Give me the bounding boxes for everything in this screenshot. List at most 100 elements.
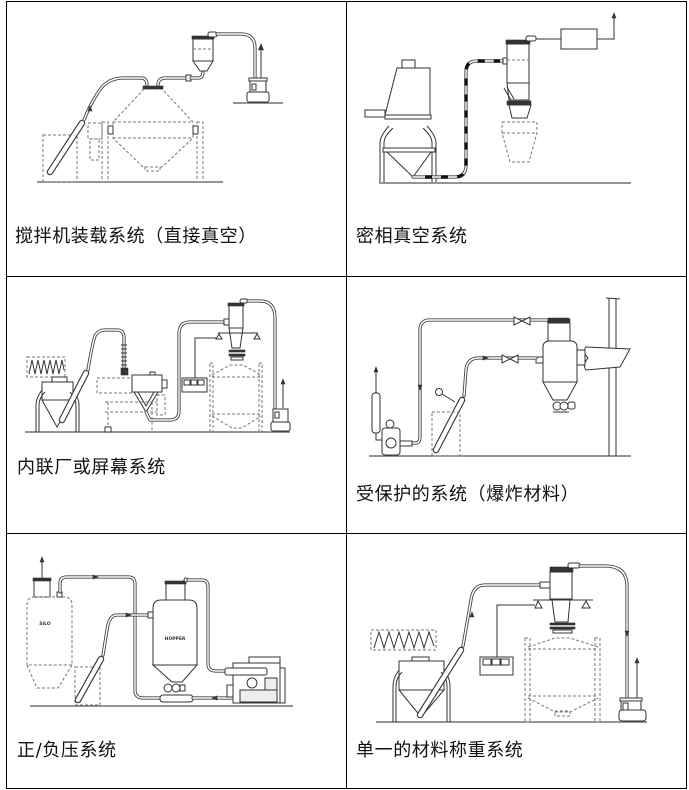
flow-arrow-icon: [469, 611, 475, 618]
table-cell-pressure-vacuum: SILO HOPPER 正/负压系统: [7, 534, 346, 788]
conveying-line-core: [462, 584, 541, 647]
blower-silencer: [371, 392, 381, 434]
receiver-body: [192, 38, 214, 62]
screener-top-bump: [149, 371, 156, 376]
dense-phase-receiver: [502, 35, 537, 119]
silo-label: SILO: [39, 621, 51, 627]
indicator-cable: [496, 604, 535, 657]
container-bottom-cone: [211, 415, 262, 429]
blower-silencer-pipe: [375, 433, 383, 441]
supply-container: [74, 666, 101, 706]
double-cone-blender: [87, 85, 204, 183]
flow-arrow-icon-2: [125, 612, 132, 618]
container-post-right: [258, 362, 263, 433]
receiver-discharge: [508, 104, 532, 119]
receiver-inlet: [223, 318, 230, 326]
load-cell-right: [253, 333, 261, 340]
receiver-taper: [506, 82, 530, 101]
indicator-display-1: [482, 658, 492, 666]
pump-window: [274, 411, 280, 419]
receiver-flange-1: [228, 349, 246, 353]
column-cap: [605, 297, 621, 300]
receiver-flange-3: [230, 356, 244, 361]
pump-base: [618, 709, 647, 722]
receiver-cone: [192, 60, 214, 72]
vacuum-hose-core: [579, 565, 628, 701]
weight-indicator: [479, 656, 514, 676]
receiver-vacuum-port: [525, 35, 537, 42]
vacuum-pump: [270, 408, 291, 432]
blower-silencer: [224, 667, 268, 676]
bin-lid: [51, 376, 68, 383]
hopper-side-inlet: [364, 109, 386, 118]
receiver-inlet-hose-core: [190, 71, 204, 79]
exhaust-line: [597, 18, 615, 40]
receiver-cone: [542, 381, 578, 401]
pickup-tee: [159, 694, 194, 703]
vacuum-receiver: [191, 31, 218, 72]
blower-rotor: [385, 437, 397, 449]
valve-upper-right: [520, 316, 531, 326]
receiver-body: [506, 43, 530, 84]
blender-trunnion-right: [192, 125, 199, 135]
table-cell-protected-system: 受保护的系统（爆炸材料）: [347, 277, 686, 533]
vacuum-blower: [371, 392, 413, 456]
blender-trunnion-left: [107, 125, 114, 135]
conveying-line-core: [145, 321, 226, 421]
rotary-valve-rotor-2: [171, 683, 181, 693]
pickup-wand-core: [47, 120, 85, 175]
container-post-left: [524, 637, 531, 723]
receiver-side-pipe: [503, 86, 515, 101]
indicator-display-2: [491, 658, 501, 666]
screener-end-cap: [161, 379, 168, 389]
silo-vent-arrow-icon: [39, 556, 45, 563]
blender-support-right: [196, 121, 204, 183]
receiver-lid: [546, 317, 571, 324]
flow-arrow-icon-2: [624, 630, 630, 637]
supply-hopper: [364, 59, 437, 182]
receiver-flange-1: [549, 622, 576, 626]
receiver-inlet: [539, 581, 551, 589]
blender-gearbox: [89, 138, 100, 161]
container-bottom-cone: [527, 697, 599, 713]
caption-inline-screener: 内联厂或屏幕系统: [17, 457, 166, 478]
discharge-chute: [583, 346, 631, 371]
pickup-wand-core: [417, 647, 464, 718]
caption-mixer-loading: 搅拌机装载系统（直接真空）: [15, 226, 257, 247]
container-top-cone: [211, 364, 262, 376]
blender-motor: [87, 122, 103, 140]
hopper-upper-body: [384, 67, 431, 116]
blower-side-panel: [279, 667, 286, 704]
silo: SILO: [26, 577, 73, 689]
vacuum-valve-upper: [513, 316, 531, 326]
blower-filter: [226, 684, 234, 698]
conveying-line-segments: [425, 59, 500, 179]
hopper-leg-left: [379, 125, 394, 182]
load-cell-left: [534, 599, 543, 609]
blower-rotor: [246, 677, 258, 689]
blender-vessel: [112, 88, 194, 168]
screener-inlet-tube: [96, 377, 133, 394]
pump-base: [246, 91, 270, 103]
receiver-vacuum-port: [567, 562, 581, 569]
feed-hose: [86, 328, 126, 372]
indicator-display-3: [500, 658, 510, 666]
receiver-flange-2: [228, 353, 246, 357]
hopper-cone: [385, 151, 432, 178]
table-border-right: [686, 1, 687, 789]
flow-arrow-icon: [92, 574, 99, 580]
structure-column: [605, 297, 621, 456]
silo-filter: [33, 579, 51, 598]
dense-phase-diagram: [364, 12, 631, 184]
exhaust-arrow-icon: [373, 366, 379, 373]
conveying-line: [462, 356, 538, 398]
vacuum-hose: [578, 564, 629, 702]
hopper-filter-lid: [164, 580, 187, 585]
pressure-vacuum-diagram: SILO HOPPER: [26, 556, 293, 707]
blower-package: [224, 656, 286, 704]
caption-protected-system: 受保护的系统（爆炸材料）: [356, 484, 580, 505]
flow-arrow-icon-3: [211, 695, 218, 701]
vacuum-pump: [246, 77, 270, 103]
table-column-divider: [346, 1, 347, 789]
vacuum-conveying-line-core: [102, 614, 149, 656]
